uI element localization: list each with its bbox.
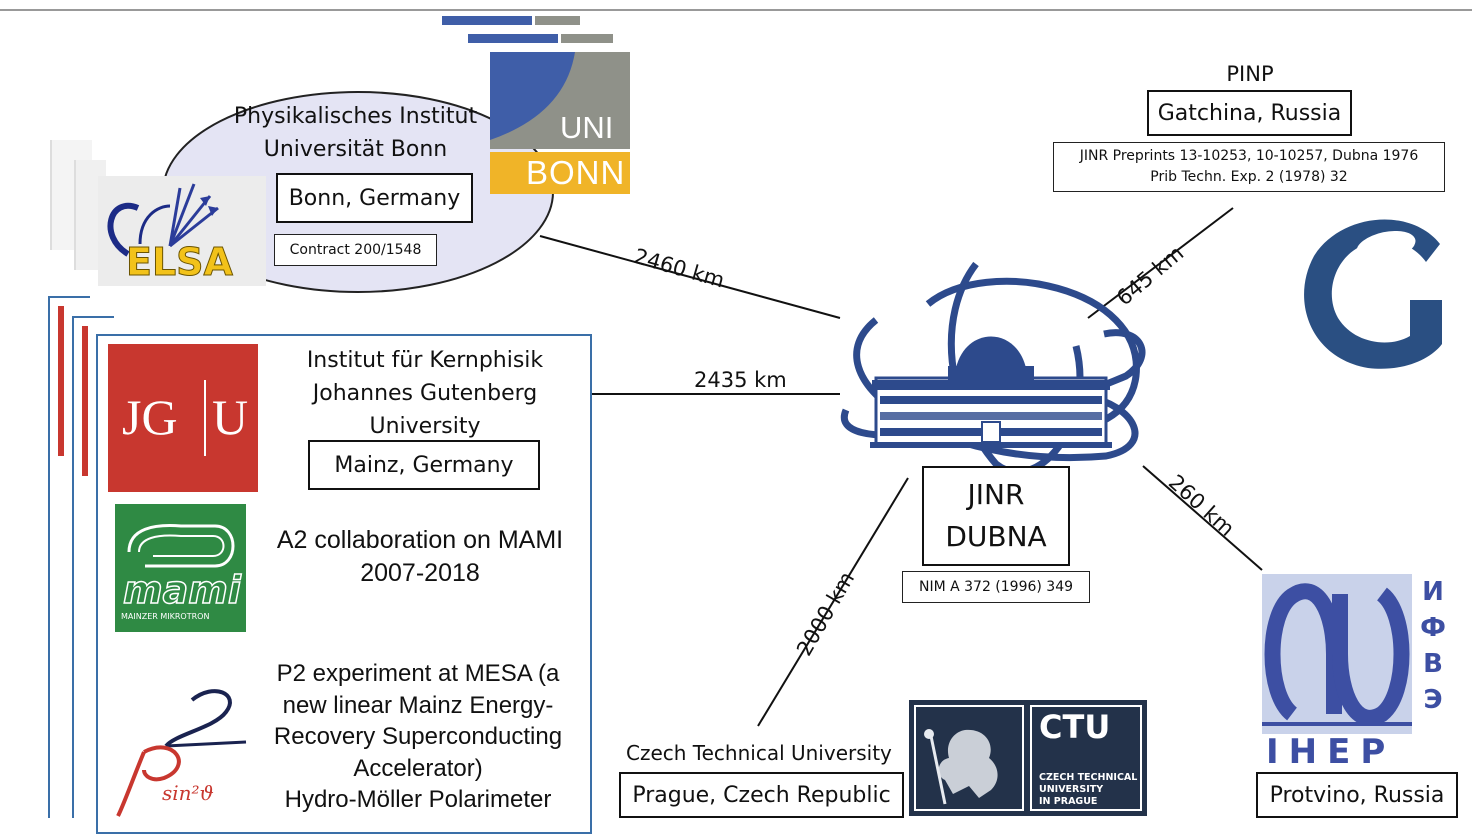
ctu-sub-line3: IN PRAGUE bbox=[1039, 796, 1098, 807]
elsa-graphic bbox=[107, 183, 219, 257]
ctu-logo: CTU CZECH TECHNICAL UNIVERSITY IN PRAGUE bbox=[909, 700, 1147, 816]
mainz-stack-card-1 bbox=[48, 296, 90, 818]
p2-line1: P2 experiment at MESA (a bbox=[276, 660, 560, 687]
uni-logo-text: UNI bbox=[560, 110, 614, 145]
distance-mainz: 2435 km bbox=[694, 368, 787, 392]
ihep-location-box: Protvino, Russia bbox=[1256, 772, 1458, 818]
ctu-lion-graphic bbox=[914, 705, 1142, 811]
p2-experiment: P2 experiment at MESA (a new linear Main… bbox=[256, 658, 580, 816]
pinp-location: Gatchina, Russia bbox=[1157, 100, 1342, 126]
bonn-institute-name: Physikalisches Institut Universität Bonn bbox=[218, 100, 493, 166]
p2-logo: sin²ϑ bbox=[116, 689, 247, 817]
mami-logo-subtitle: MAINZER MIKROTRON bbox=[121, 612, 210, 621]
p2-line4: Accelerator) bbox=[353, 754, 483, 782]
bonn-name-line1: Physikalisches Institut bbox=[233, 104, 478, 129]
pinp-name: PINP bbox=[1226, 62, 1274, 86]
p2-line3: Recovery Superconducting bbox=[273, 723, 563, 750]
mainz-location-box: Mainz, Germany bbox=[308, 440, 540, 490]
ihep-cyr-2: Ф bbox=[1420, 613, 1446, 643]
link-pinp bbox=[1087, 207, 1234, 319]
link-ihep bbox=[1142, 465, 1263, 571]
ctu-sub-line1: CZECH TECHNICAL bbox=[1039, 772, 1138, 783]
pinp-ref-line2: Prib Techn. Exp. 2 (1978) 32 bbox=[1150, 169, 1348, 185]
jgu-logo: JG U bbox=[108, 344, 258, 492]
ctu-name: Czech Technical University bbox=[626, 741, 892, 765]
ctu-logo-title: CTU bbox=[1039, 708, 1111, 746]
mami-logo: mami MAINZER MIKROTRON bbox=[115, 504, 246, 632]
a2-line1: A2 collaboration on MAMI bbox=[276, 526, 564, 554]
jinr-name-box: JINR DUBNA bbox=[922, 466, 1070, 566]
ihep-logo-cyrillic: И Ф В Э bbox=[1416, 574, 1450, 718]
elsa-logo: ELSA bbox=[98, 176, 266, 286]
bonn-location: Bonn, Germany bbox=[288, 185, 461, 211]
ihep-logo-latin: IHEP bbox=[1266, 732, 1396, 772]
ihep-cyr-3: В bbox=[1423, 649, 1443, 679]
uni-bonn-logo: UNI BONN bbox=[440, 14, 635, 194]
link-ctu bbox=[757, 477, 909, 727]
jinr-reference-box: NIM A 372 (1996) 349 bbox=[902, 571, 1090, 603]
pinp-location-box: Gatchina, Russia bbox=[1147, 90, 1352, 136]
ihep-cyr-4: Э bbox=[1423, 685, 1443, 715]
jgu-logo-divider bbox=[204, 380, 206, 456]
mami-graphic bbox=[127, 524, 235, 568]
bonn-logo-text: BONN bbox=[526, 154, 626, 191]
ctu-location: Prague, Czech Republic bbox=[632, 782, 891, 808]
bonn-contract: Contract 200/1548 bbox=[289, 241, 422, 258]
bonn-location-box: Bonn, Germany bbox=[276, 173, 473, 223]
ctu-sub-line2: UNIVERSITY bbox=[1039, 784, 1104, 795]
uni-bonn-graphic bbox=[442, 16, 630, 194]
elsa-logo-text: ELSA bbox=[126, 240, 234, 285]
ihep-location: Protvino, Russia bbox=[1269, 782, 1445, 808]
bonn-name-line2: Universität Bonn bbox=[263, 137, 448, 162]
ctu-location-box: Prague, Czech Republic bbox=[619, 772, 904, 818]
a2-line2: 2007-2018 bbox=[360, 559, 480, 587]
mainz-stack-card-2-stripe bbox=[82, 326, 88, 476]
bonn-contract-box: Contract 200/1548 bbox=[274, 234, 437, 266]
jgu-logo-right: U bbox=[212, 389, 249, 445]
mainz-institute-name: Institut für Kernphisik Johannes Gutenbe… bbox=[280, 344, 570, 443]
pinp-ref-line1: JINR Preprints 13-10253, 10-10257, Dubna… bbox=[1079, 148, 1419, 164]
mami-logo-word: mami bbox=[122, 567, 241, 613]
ihep-loops-graphic bbox=[1262, 583, 1412, 726]
link-bonn bbox=[539, 235, 841, 319]
pinp-logo bbox=[1304, 219, 1442, 369]
mainz-name-line2: Johannes Gutenberg bbox=[312, 381, 538, 406]
p2-line2: new linear Mainz Energy- bbox=[282, 691, 554, 719]
jinr-reference: NIM A 372 (1996) 349 bbox=[918, 578, 1074, 595]
jinr-line1: JINR bbox=[967, 478, 1025, 511]
jgu-logo-left: JG bbox=[122, 389, 178, 445]
ctu-logo-subtitle: CZECH TECHNICAL UNIVERSITY IN PRAGUE bbox=[1039, 772, 1137, 808]
jinr-line2: DUBNA bbox=[945, 520, 1047, 553]
ihep-logo: И Ф В Э IHEP bbox=[1262, 574, 1450, 772]
mainz-location: Mainz, Germany bbox=[334, 452, 514, 478]
mainz-stack-card-2 bbox=[72, 316, 114, 818]
svg-text:sin²ϑ: sin²ϑ bbox=[162, 781, 214, 805]
jinr-logo bbox=[840, 261, 1146, 474]
a2-collaboration: A2 collaboration on MAMI 2007-2018 bbox=[262, 524, 578, 590]
ihep-cyr-1: И bbox=[1422, 577, 1444, 607]
p2-line5: Hydro-Möller Polarimeter bbox=[284, 786, 552, 813]
mainz-name-line1: Institut für Kernphisik bbox=[306, 348, 544, 373]
mainz-stack-card-1-stripe bbox=[58, 306, 64, 456]
pinp-reference-box: JINR Preprints 13-10253, 10-10257, Dubna… bbox=[1053, 142, 1445, 192]
mainz-name-line3: University bbox=[369, 414, 481, 439]
